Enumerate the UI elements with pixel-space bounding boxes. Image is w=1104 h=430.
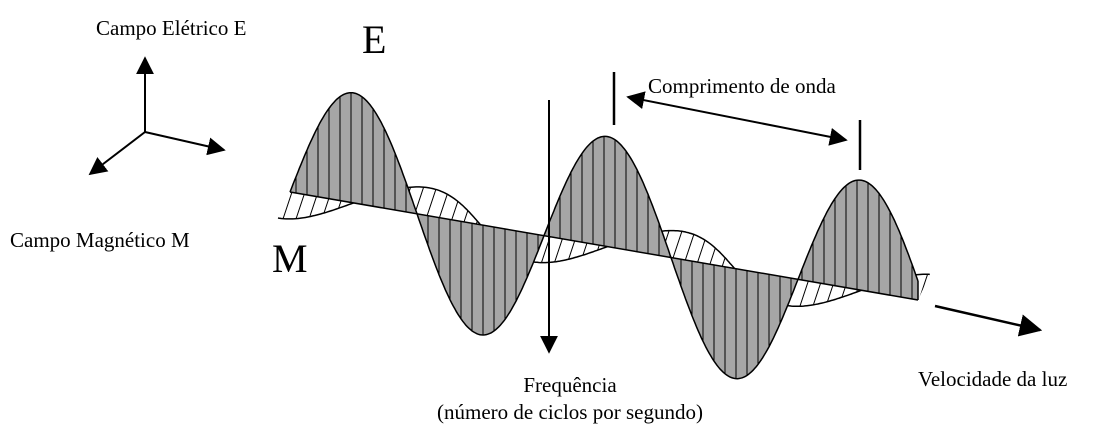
electric-axis-label: Campo Elétrico E <box>96 16 246 40</box>
direction-axis-arrow <box>144 131 226 156</box>
speed-label: Velocidade da luz <box>918 367 1067 391</box>
magnetic-hatch-line <box>1091 150 1104 330</box>
magnetic-hatch-line <box>1039 150 1099 330</box>
magnetic-hatch-line <box>1013 150 1073 330</box>
magnetic-hatch-line <box>908 186 930 307</box>
magnetic-hatch-line <box>895 186 930 307</box>
frequency-sublabel: (número de ciclos por segundo) <box>437 400 703 424</box>
wavelength-marker <box>612 72 862 170</box>
magnetic-hatch-line <box>974 150 1034 330</box>
magnetic-axis-label: Campo Magnético M <box>10 228 190 252</box>
magnetic-axis-arrow <box>88 131 146 176</box>
wavelength-label: Comprimento de onda <box>648 74 836 98</box>
magnetic-hatch-line <box>921 186 930 307</box>
frequency-label: Frequência <box>523 373 617 397</box>
magnetic-hatch-line <box>961 150 1021 330</box>
magnetic-hatch-line <box>1052 150 1104 330</box>
magnetic-hatch-line <box>194 150 254 330</box>
magnetic-hatch-line <box>1026 150 1086 330</box>
electric-letter: E <box>362 17 386 62</box>
magnetic-hatch-line <box>278 186 281 307</box>
magnetic-hatch-line <box>207 150 267 330</box>
magnetic-hatch-line <box>1078 150 1104 330</box>
magnetic-hatch-line <box>181 150 241 330</box>
magnetic-letter: M <box>272 236 308 281</box>
magnetic-hatch-line <box>1065 150 1104 330</box>
propagation-axis <box>289 191 919 301</box>
magnetic-hatch-line <box>1000 150 1060 330</box>
magnetic-hatch-line <box>987 150 1047 330</box>
speed-arrow <box>934 304 1043 337</box>
wavelength-arrow <box>626 91 848 146</box>
magnetic-hatch-line <box>935 150 995 330</box>
magnetic-hatch-line <box>948 150 1008 330</box>
axes-icon <box>88 56 226 176</box>
